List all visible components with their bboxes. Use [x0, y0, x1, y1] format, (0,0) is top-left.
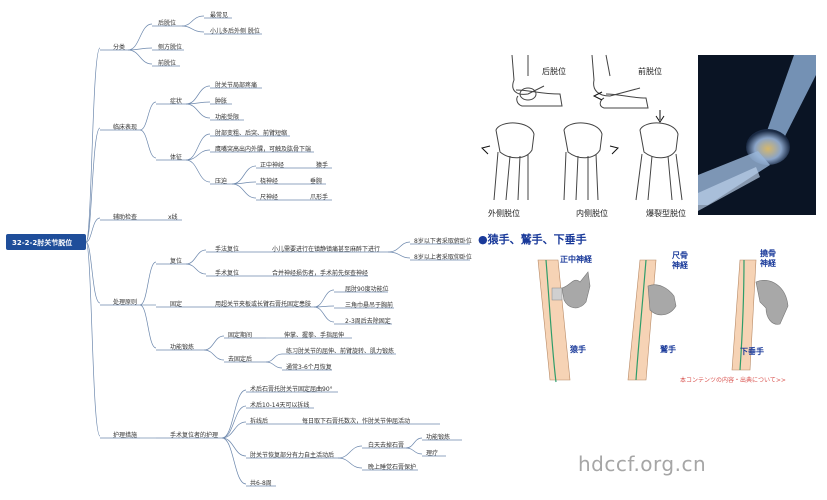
- node-zhengzhong: 正中神经: [260, 161, 284, 169]
- lateral-dislocation-figure: [481, 122, 535, 201]
- node-gongneng-dl2: 功能锻炼: [426, 433, 450, 441]
- root-node-label: 32-2-2肘关节脱位: [12, 238, 72, 247]
- node-shoushu: 手术复位: [215, 269, 239, 277]
- node-chi: 尺神经: [260, 193, 278, 201]
- label-chigu-2: 神経: [672, 260, 689, 270]
- node-chuli: 处理原则: [113, 298, 137, 306]
- node-tengtong: 肘关节局部疼痛: [215, 81, 257, 89]
- node-sanjiaojin: 三角巾悬吊于胸前: [345, 301, 393, 309]
- node-linchuang: 临床表现: [113, 123, 137, 131]
- node-fenlei: 分类: [113, 43, 125, 51]
- node-tizheng: 体征: [170, 153, 182, 161]
- node-zhoubu-bianxing: 肘部变粗、后突、前臂短缩: [215, 129, 287, 137]
- label-qiantuowei: 前脱位: [638, 66, 662, 76]
- node-houtuowei: 后脱位: [158, 19, 176, 27]
- node-guding-qijian: 固定期间: [228, 331, 252, 339]
- node-liliao: 理疗: [426, 449, 438, 457]
- node-san-zhou: 2-3周后去除固定: [345, 317, 391, 325]
- ape-hand-figure: [537, 259, 591, 383]
- label-chigu-1: 尺骨: [672, 250, 688, 260]
- divergent-dislocation-figure: [635, 110, 683, 201]
- label-naogu-1: 撓骨: [760, 248, 776, 258]
- node-wan-shang: 晚上睡觉石膏保护: [368, 463, 416, 471]
- node-chaoguan: 用超关节夹板或长臂石膏托固定患肢: [215, 300, 311, 308]
- node-qiantuowei: 前脱位: [158, 59, 176, 67]
- node-chuiwan: 垂腕: [310, 177, 322, 185]
- node-nao: 桡神经: [260, 177, 278, 185]
- node-gong68: 共6-8周: [250, 479, 272, 487]
- medial-dislocation-figure: [563, 122, 619, 201]
- node-tongchang: 通常3-6个月恢复: [286, 363, 332, 371]
- node-qushou90: 屈肘90度功能位: [345, 285, 389, 293]
- node-cefang: 侧方脱位: [158, 43, 182, 51]
- source-credit-link[interactable]: 本コンテンツの内容・出典について>>: [680, 377, 786, 384]
- label-naogu-2: 神経: [760, 258, 777, 268]
- node-guding: 固定: [170, 300, 182, 308]
- anterior-dislocation-figure: [591, 54, 649, 109]
- label-houtuowei: 后脱位: [542, 66, 566, 76]
- elbow-xray-image: [698, 55, 816, 215]
- node-gongneng-duanlian: 功能锻炼: [170, 343, 194, 351]
- label-neice: 内侧脱位: [576, 208, 608, 218]
- node-lianxi: 练习肘关节的屈伸、前臂旋转、肌力锻炼: [286, 347, 394, 355]
- node-zhouguanjie-fudu: 肘关节恢复部分有力自主活动后: [250, 451, 334, 459]
- drop-hand-figure: [731, 259, 789, 371]
- node-yapo: 压迫: [215, 177, 227, 185]
- node-shoushu-huli: 手术复位者的护理: [170, 431, 218, 439]
- node-chaixian: 拆线后: [250, 417, 268, 425]
- root-node-box: [6, 234, 86, 250]
- node-shuhou: 术后石膏托肘关节固定屈曲90°: [250, 385, 333, 393]
- node-xxian: x线: [168, 213, 178, 221]
- node-meiri: 每日取下石膏托数次，作肘关节伸屈活动: [302, 417, 410, 425]
- node-zhongzhang: 肿胀: [215, 97, 227, 105]
- node-qu-guding-hou: 去固定后: [228, 355, 252, 363]
- node-bai-tian: 白天去掉石膏: [368, 441, 404, 449]
- node-zuichangjian: 最常见: [210, 11, 228, 19]
- node-gongneng-shouxian: 功能受限: [215, 113, 239, 121]
- label-xiachuishou: 下垂手: [740, 346, 764, 356]
- node-huli: 护理措施: [113, 431, 137, 439]
- node-zhengzhuang: 症状: [170, 97, 182, 105]
- label-baolie: 爆裂型脱位: [646, 208, 686, 218]
- label-yuanshou: 猿手: [569, 344, 586, 354]
- node-shoufa: 手法复位: [215, 245, 239, 253]
- watermark: hdccf.org.cn: [578, 452, 707, 476]
- posterior-dislocation-figure: [511, 54, 563, 107]
- label-zhengzhong: 正中神経: [560, 254, 593, 264]
- dislocation-figures: 后脱位 前脱位 外侧脱位 内侧脱位 爆裂型脱位 正中神経 猿手: [481, 54, 789, 383]
- nerve-section-title: ●猿手、鷲手、下垂手: [478, 233, 587, 246]
- node-heping: 合并神经损伤者，手术前先探查神经: [272, 269, 368, 277]
- node-shuhou10: 术后10-14天可以拆线: [250, 401, 309, 409]
- node-xiaoer-mazui: 小儿需要进行在镇静镇痛甚至麻醉下进行: [272, 245, 380, 253]
- node-zhuashou: 爪形手: [310, 193, 328, 201]
- mind-map: 32-2-2肘关节脱位 分类 后脱位 侧方脱位 前脱位 最常见 小儿多后外侧 脱…: [6, 11, 472, 487]
- node-fuzhu: 辅助检查: [113, 213, 137, 221]
- claw-hand-figure: [627, 259, 677, 381]
- node-shenzhang: 伸掌、握拳、手指屈伸: [284, 331, 344, 339]
- node-yingzui: 鹰嘴突高出内外髁，可触及肱骨下端: [215, 145, 311, 153]
- node-xiaoer: 小儿多后外侧 脱位: [210, 27, 260, 35]
- label-jiushou: 鷲手: [660, 344, 676, 354]
- node-ba-shang: 8岁以上者采取仰卧位: [414, 253, 472, 261]
- label-waice: 外侧脱位: [488, 208, 520, 218]
- node-fuwei: 复位: [170, 257, 182, 265]
- node-yuanshou: 猿手: [316, 161, 328, 169]
- node-ba-xia: 8岁以下者采取俯卧位: [414, 237, 472, 245]
